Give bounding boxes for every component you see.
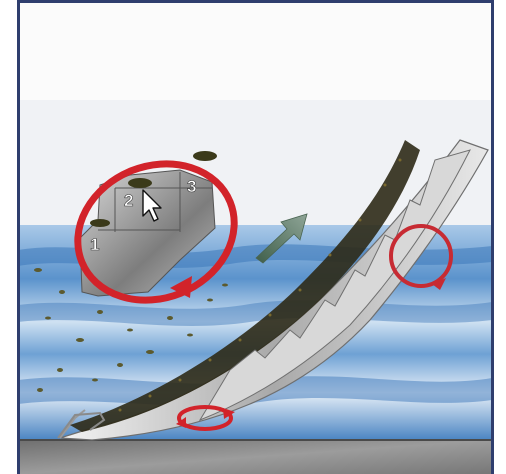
block-label-1: 1 [90, 235, 99, 254]
frame-right-border [491, 0, 494, 474]
block-label-2: 2 [124, 191, 133, 210]
frame-top-border [18, 0, 492, 3]
seabed [18, 440, 492, 474]
block-label-3: 3 [187, 177, 196, 196]
frame-left-border [17, 0, 20, 474]
